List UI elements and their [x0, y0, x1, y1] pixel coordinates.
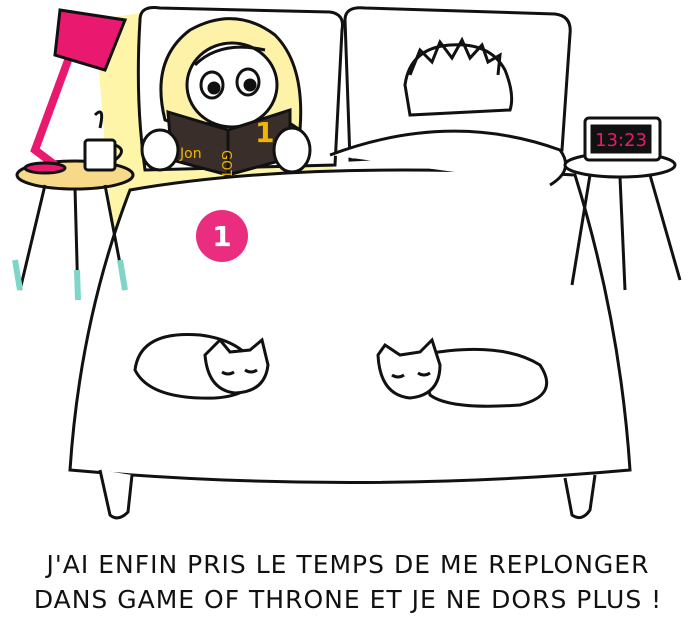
- sleeping-cat-right: [376, 337, 549, 408]
- caption-line-1: J'AI ENFIN PRIS LE TEMPS DE ME REPLONGER: [46, 550, 650, 579]
- sleeping-cat-left: [133, 332, 270, 400]
- caption-line-2: DANS GAME OF THRONE ET JE NE DORS PLUS !: [33, 585, 663, 614]
- hands: [140, 126, 312, 174]
- bed: [68, 129, 632, 520]
- clock-time: 13:23: [595, 130, 647, 151]
- desk-lamp-icon: [23, 8, 128, 175]
- panel-number: 1: [212, 220, 231, 253]
- book-cover-text: Jon: [179, 146, 202, 162]
- coffee-mug-icon: [83, 110, 123, 172]
- alarm-clock-icon: 13:23: [583, 116, 662, 162]
- book-spine-text: GOT: [218, 150, 233, 178]
- comic-panel-illustration: Jon GOT 1: [12, 6, 682, 520]
- reading-woman: [159, 17, 303, 133]
- panel-number-badge: 1: [196, 210, 248, 262]
- book-volume-number: 1: [255, 116, 274, 149]
- sleeping-partner: [403, 36, 514, 117]
